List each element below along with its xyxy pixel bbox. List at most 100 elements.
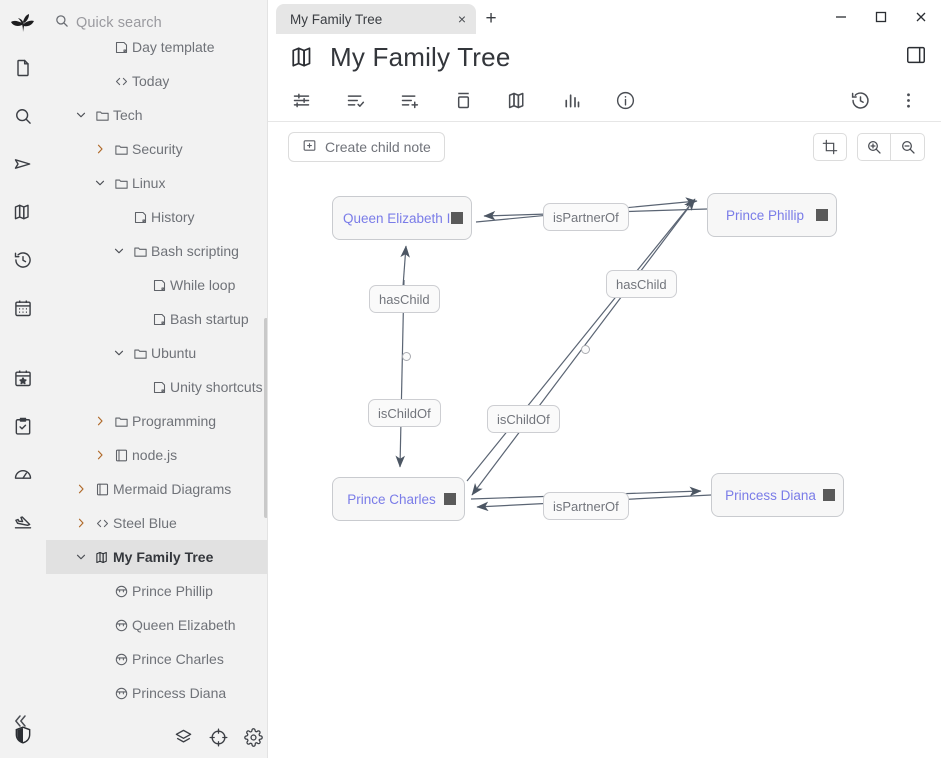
more-vertical-icon[interactable] — [889, 84, 927, 118]
tree-item-bash-startup[interactable]: Bash startup — [46, 302, 268, 336]
main-panel: My Family Tree × + — [268, 0, 941, 758]
chevron-down-icon[interactable] — [71, 109, 91, 121]
create-child-note-button[interactable]: Create child note — [288, 132, 445, 162]
sidebar-divider — [267, 0, 268, 758]
relation-icon — [110, 618, 132, 633]
plane-landing-icon[interactable] — [6, 505, 40, 539]
graph-node-charles[interactable]: Prince Charles — [332, 477, 465, 521]
tree-item-steel-blue[interactable]: Steel Blue — [46, 506, 268, 540]
clipboard-check-icon[interactable] — [6, 409, 40, 443]
note-icon[interactable] — [6, 51, 40, 85]
edge-midpoint-handle[interactable] — [581, 345, 590, 354]
chevron-down-icon[interactable] — [109, 347, 129, 359]
tree-item-prince-phillip[interactable]: Prince Phillip — [46, 574, 268, 608]
tree-item-bash-scripting[interactable]: Bash scripting — [46, 234, 268, 268]
map-icon[interactable] — [498, 84, 536, 118]
sidebar-footer — [174, 728, 263, 752]
send-icon[interactable] — [6, 147, 40, 181]
gauge-icon[interactable] — [6, 457, 40, 491]
edge-label[interactable]: isPartnerOf — [543, 203, 629, 231]
tree-item-label: While loop — [170, 277, 236, 293]
close-icon[interactable]: × — [457, 11, 466, 27]
chevron-right-icon[interactable] — [90, 143, 110, 155]
collapse-sidebar-button[interactable] — [10, 711, 30, 736]
folder-icon — [129, 346, 151, 361]
chevron-right-icon[interactable] — [90, 449, 110, 461]
graph-node-phillip[interactable]: Prince Phillip — [707, 193, 837, 237]
relation-edges — [395, 197, 712, 512]
chevron-right-icon[interactable] — [71, 483, 91, 495]
tree-scrollbar[interactable] — [264, 318, 268, 518]
chevron-right-icon[interactable] — [71, 517, 91, 529]
zoom-out-icon[interactable] — [891, 133, 925, 161]
tree-item-day-template[interactable]: Day template — [46, 30, 268, 64]
zoom-in-icon[interactable] — [857, 133, 891, 161]
tree-item-queen-elizabeth[interactable]: Queen Elizabeth — [46, 608, 268, 642]
note-properties-icon[interactable] — [282, 84, 320, 118]
target-icon[interactable] — [209, 728, 228, 752]
tree-item-programming[interactable]: Programming — [46, 404, 268, 438]
chevron-down-icon[interactable] — [109, 245, 129, 257]
tree-item-princess-diana[interactable]: Princess Diana — [46, 676, 268, 710]
page-title[interactable]: My Family Tree — [330, 41, 511, 72]
map-icon[interactable] — [6, 195, 40, 229]
tree-item-today[interactable]: Today — [46, 64, 268, 98]
chevron-down-icon[interactable] — [71, 551, 91, 563]
tab-my-family-tree[interactable]: My Family Tree × — [276, 4, 476, 34]
tree-item-label: node.js — [132, 447, 178, 463]
tree-item-p[interactable]: P — [46, 710, 268, 716]
tree-item-linux[interactable]: Linux — [46, 166, 268, 200]
shield-icon[interactable] — [6, 718, 40, 752]
right-panel-icon[interactable] — [905, 44, 927, 71]
info-icon[interactable] — [606, 84, 644, 118]
revision-history-icon[interactable] — [841, 84, 879, 118]
resize-handle[interactable] — [823, 489, 835, 501]
tree-item-my-family-tree[interactable]: My Family Tree — [46, 540, 268, 574]
list-plus-icon[interactable] — [390, 84, 428, 118]
tree-item-unity-shortcuts[interactable]: Unity shortcuts — [46, 370, 268, 404]
edge-midpoint-handle[interactable] — [402, 352, 411, 361]
tree-item-mermaid-diagrams[interactable]: Mermaid Diagrams — [46, 472, 268, 506]
tree-item-label: Programming — [132, 413, 217, 429]
tree-item-while-loop[interactable]: While loop — [46, 268, 268, 302]
layers-icon[interactable] — [174, 728, 193, 752]
create-child-note-label: Create child note — [325, 139, 431, 155]
graph-node-qe2[interactable]: Queen Elizabeth II. — [332, 196, 472, 240]
chevron-down-icon[interactable] — [90, 177, 110, 189]
maximize-icon[interactable] — [861, 1, 901, 33]
resize-handle[interactable] — [816, 209, 828, 221]
edge-label[interactable]: hasChild — [606, 270, 677, 298]
tree-item-tech[interactable]: Tech — [46, 98, 268, 132]
search-input[interactable]: Quick search — [76, 15, 162, 31]
tree-item-security[interactable]: Security — [46, 132, 268, 166]
tree-item-prince-charles[interactable]: Prince Charles — [46, 642, 268, 676]
edge-label[interactable]: hasChild — [369, 285, 440, 313]
archive-icon[interactable] — [444, 84, 482, 118]
tree-item-history[interactable]: History — [46, 200, 268, 234]
edge-label[interactable]: isChildOf — [487, 405, 560, 433]
tree-item-node-js[interactable]: node.js — [46, 438, 268, 472]
calendar-star-icon[interactable] — [6, 361, 40, 395]
icon-rail — [0, 0, 46, 758]
close-window-icon[interactable] — [901, 1, 941, 33]
quick-search[interactable]: Quick search — [46, 0, 268, 46]
calendar-icon[interactable] — [6, 291, 40, 325]
gear-icon[interactable] — [244, 728, 263, 752]
graph-node-diana[interactable]: Princess Diana — [711, 473, 844, 517]
resize-handle[interactable] — [451, 212, 463, 224]
tree-item-ubuntu[interactable]: Ubuntu — [46, 336, 268, 370]
bar-chart-icon[interactable] — [552, 84, 590, 118]
minimize-icon[interactable] — [821, 1, 861, 33]
search-icon — [54, 13, 69, 33]
search-icon[interactable] — [6, 99, 40, 133]
new-tab-button[interactable]: + — [485, 8, 497, 29]
chevron-right-icon[interactable] — [90, 415, 110, 427]
edge-label[interactable]: isPartnerOf — [543, 492, 629, 520]
resize-handle[interactable] — [444, 493, 456, 505]
edge-label[interactable]: isChildOf — [368, 399, 441, 427]
history-icon[interactable] — [6, 243, 40, 277]
list-check-icon[interactable] — [336, 84, 374, 118]
crop-fit-icon[interactable] — [813, 133, 847, 161]
